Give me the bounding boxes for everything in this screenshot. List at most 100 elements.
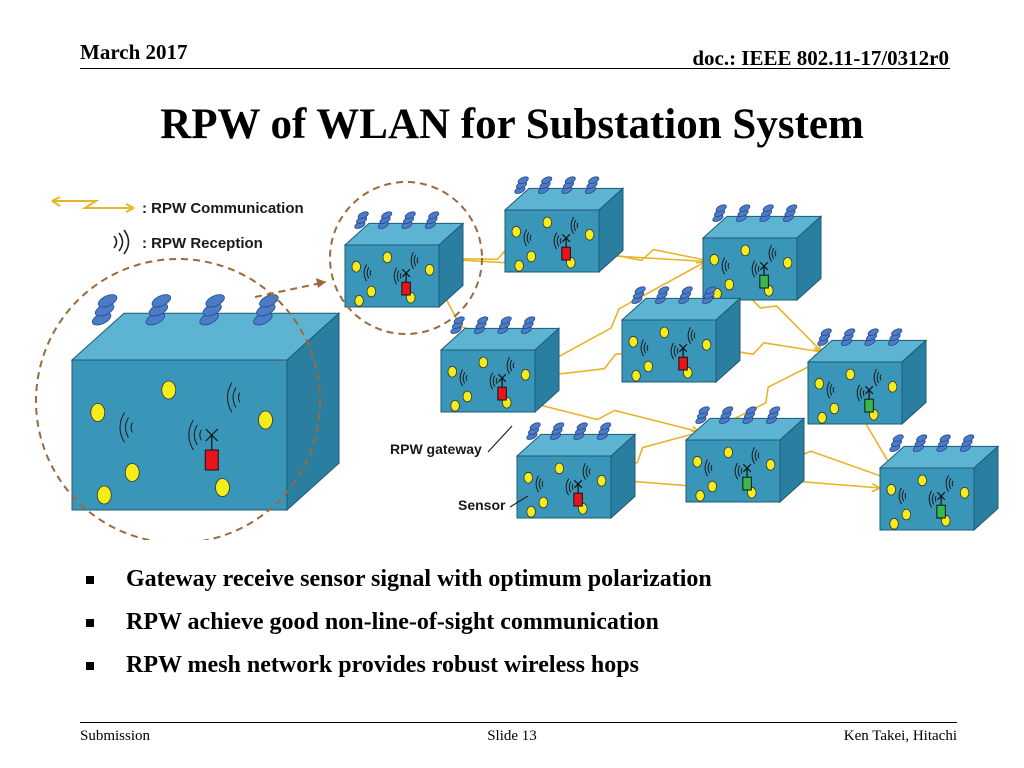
- wave-arc: [643, 342, 647, 354]
- polarization-antenna-icon: [514, 176, 529, 194]
- antenna-arm: [864, 385, 874, 395]
- substation-network-figure: : RPW Communication : RPW Reception RPW …: [35, 176, 1000, 540]
- sensor-icon: [917, 474, 928, 487]
- polarization-antenna-icon: [199, 294, 225, 326]
- antenna-icon: [678, 343, 688, 358]
- wave-arc: [757, 265, 760, 273]
- wave-arc: [369, 269, 372, 276]
- polarization-antenna-icon: [573, 422, 588, 440]
- antenna-disc: [698, 406, 710, 415]
- rpw-gateway-icon: [497, 386, 507, 401]
- footer-slide-number: Slide 13: [487, 728, 537, 744]
- legend: : RPW Communication : RPW Reception: [51, 196, 304, 255]
- wave-arc: [568, 481, 572, 493]
- wave-arc: [673, 345, 677, 357]
- wave-arc: [565, 478, 570, 496]
- rpw-gateway-pointer: [487, 425, 513, 453]
- wave-arc: [410, 251, 415, 270]
- box-front-face: [71, 359, 288, 511]
- substation-box: [684, 406, 806, 504]
- polarization-antenna-icon: [450, 316, 465, 334]
- antenna-disc: [97, 294, 118, 308]
- polarization-antenna-icon: [631, 286, 646, 304]
- wave-arc: [529, 234, 532, 241]
- sensor-icon: [817, 411, 827, 424]
- substation-box: [620, 286, 742, 384]
- wave-arc: [727, 262, 730, 269]
- rpw-gateway-icon: [561, 246, 571, 261]
- antenna-disc: [844, 328, 856, 337]
- zigzag-arrow-icon: [524, 261, 706, 376]
- sensor-icon: [526, 250, 537, 263]
- antenna-disc: [892, 434, 904, 443]
- sensor-icon: [889, 517, 899, 530]
- rpw-gateway-icon: [573, 492, 583, 507]
- antenna-disc: [891, 328, 903, 337]
- wave-arc: [582, 462, 587, 481]
- sensor-icon: [538, 496, 549, 509]
- wave-arc: [462, 372, 466, 384]
- sensor-icon: [161, 380, 177, 400]
- reception-waves-icon: [734, 462, 743, 480]
- polarization-antenna-icon: [401, 211, 416, 229]
- wave-arc: [227, 382, 233, 413]
- rpw-gateway-icon: [742, 476, 752, 491]
- wave-arc: [509, 359, 513, 372]
- reception-waves-icon: [188, 419, 202, 451]
- antenna-icon: [864, 385, 874, 400]
- footer-submission: Submission: [80, 728, 151, 744]
- wave-arc: [771, 247, 775, 260]
- substation-box: [806, 328, 928, 426]
- sensor-icon: [724, 278, 735, 291]
- antenna-disc: [820, 328, 832, 337]
- sensor-icon: [901, 508, 912, 521]
- wave-arc: [119, 412, 125, 443]
- sensor-icon: [90, 403, 106, 422]
- polarization-antenna-icon: [354, 211, 369, 229]
- reception-waves-icon: [687, 326, 696, 345]
- rpw-gateway-icon: [864, 398, 874, 413]
- antenna-disc: [786, 204, 798, 213]
- sensor-icon: [447, 365, 457, 378]
- wave-arc: [687, 326, 692, 345]
- reception-waves-icon: [410, 251, 419, 270]
- reception-waves-icon: [363, 264, 372, 282]
- wave-arc: [856, 384, 861, 402]
- polarization-antenna-icon: [145, 294, 172, 326]
- wave-arc: [934, 495, 937, 503]
- wave-arc: [740, 467, 743, 475]
- sensor-icon: [709, 253, 719, 266]
- polarization-antenna-icon: [549, 422, 565, 440]
- wave-arc: [573, 219, 577, 232]
- sensor-icon: [959, 486, 970, 499]
- antenna-icon: [742, 463, 752, 478]
- substation-box: [701, 204, 823, 302]
- antenna-disc: [381, 211, 393, 220]
- sensor-icon: [511, 225, 521, 238]
- polarization-antenna-icon: [712, 204, 727, 222]
- sensor-icon: [782, 256, 793, 269]
- sensor-icon: [351, 260, 361, 273]
- radio-waves-icon: [113, 229, 130, 255]
- wave-arc: [646, 344, 649, 351]
- polarization-antenna-icon: [864, 328, 879, 346]
- wave-arc: [193, 424, 198, 446]
- wave-arc: [535, 475, 540, 493]
- wave-arc: [553, 232, 558, 250]
- antenna-disc: [715, 204, 727, 213]
- sensor-icon: [707, 480, 718, 493]
- reception-waves-icon: [523, 229, 532, 247]
- wave-arc: [704, 459, 709, 477]
- antenna-disc: [529, 422, 541, 431]
- wave-arc: [199, 429, 202, 441]
- antenna-disc: [916, 434, 928, 443]
- substation-box: [439, 316, 561, 414]
- wave-arc: [416, 257, 419, 264]
- polarization-antenna-icon: [718, 406, 734, 424]
- antenna-icon: [497, 373, 507, 388]
- sensor-icon: [526, 505, 536, 518]
- reception-waves-icon: [751, 260, 760, 278]
- wave-arc: [928, 490, 933, 508]
- wave-arc: [489, 372, 494, 390]
- antenna-disc: [205, 294, 225, 308]
